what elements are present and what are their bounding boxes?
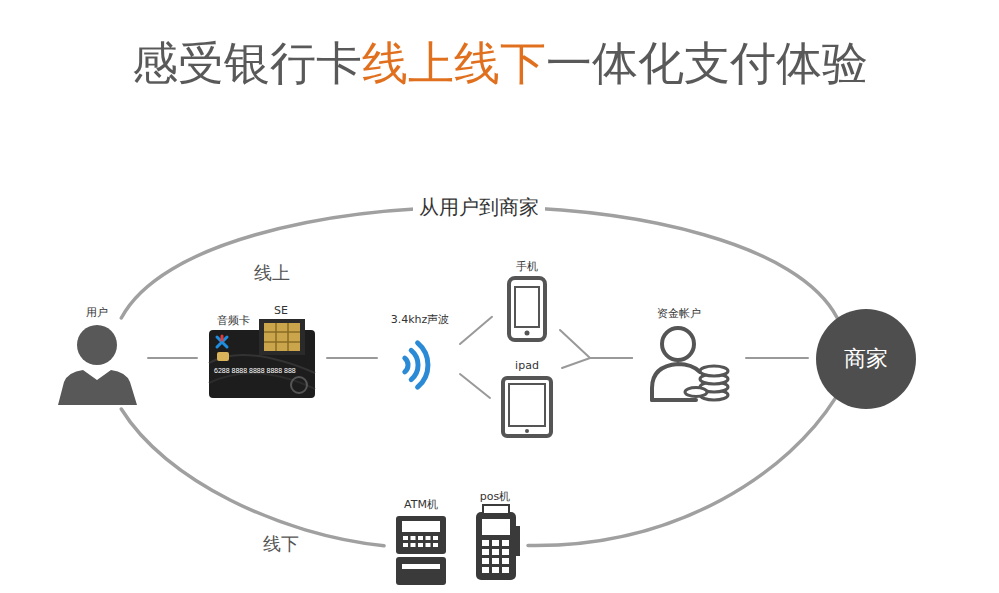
node-label: 用户 (86, 307, 108, 319)
node-label: pos机 (480, 491, 510, 503)
user-icon: 用户 (55, 300, 140, 407)
merchant-circle: 商家 (816, 309, 916, 409)
flow-arc (528, 398, 835, 545)
connector-line (560, 330, 632, 358)
connector-line (460, 374, 490, 398)
node-label: 手机 (516, 261, 538, 273)
offline-label: 线下 (263, 534, 299, 554)
pos-icon: pos机 (470, 486, 524, 582)
node-label: SE (274, 305, 288, 317)
audio-card: 音频卡 SE (205, 303, 319, 400)
atm-icon: ATM机 (388, 494, 454, 588)
connector-line (460, 317, 492, 344)
node-label: 3.4khz声波 (391, 314, 450, 326)
sound-wave: 3.4khz声波 (385, 310, 457, 398)
connector-line (148, 357, 197, 359)
node-label: 音频卡 (217, 315, 250, 327)
card-number: 6288 8888 8888 8888 888 (214, 367, 296, 375)
online-label: 线上 (254, 263, 290, 283)
connector-line (562, 358, 632, 368)
flow-arc (121, 207, 837, 318)
edge-label: 从用户到商家 (413, 194, 545, 220)
node-label: 资金帐户 (657, 308, 701, 320)
flow-arc (121, 409, 384, 546)
node-label: ipad (515, 360, 539, 372)
node-label: 商家 (844, 347, 888, 371)
connector-line (746, 357, 808, 359)
node-label: ATM机 (404, 499, 438, 511)
title-text: 感受银行卡线上线下一体化支付体验 (132, 36, 868, 91)
connector-line (327, 357, 377, 359)
phone-icon: 手机 (498, 258, 556, 342)
account-icon: 资金帐户 (640, 304, 738, 406)
ipad-icon: ipad (496, 356, 558, 440)
